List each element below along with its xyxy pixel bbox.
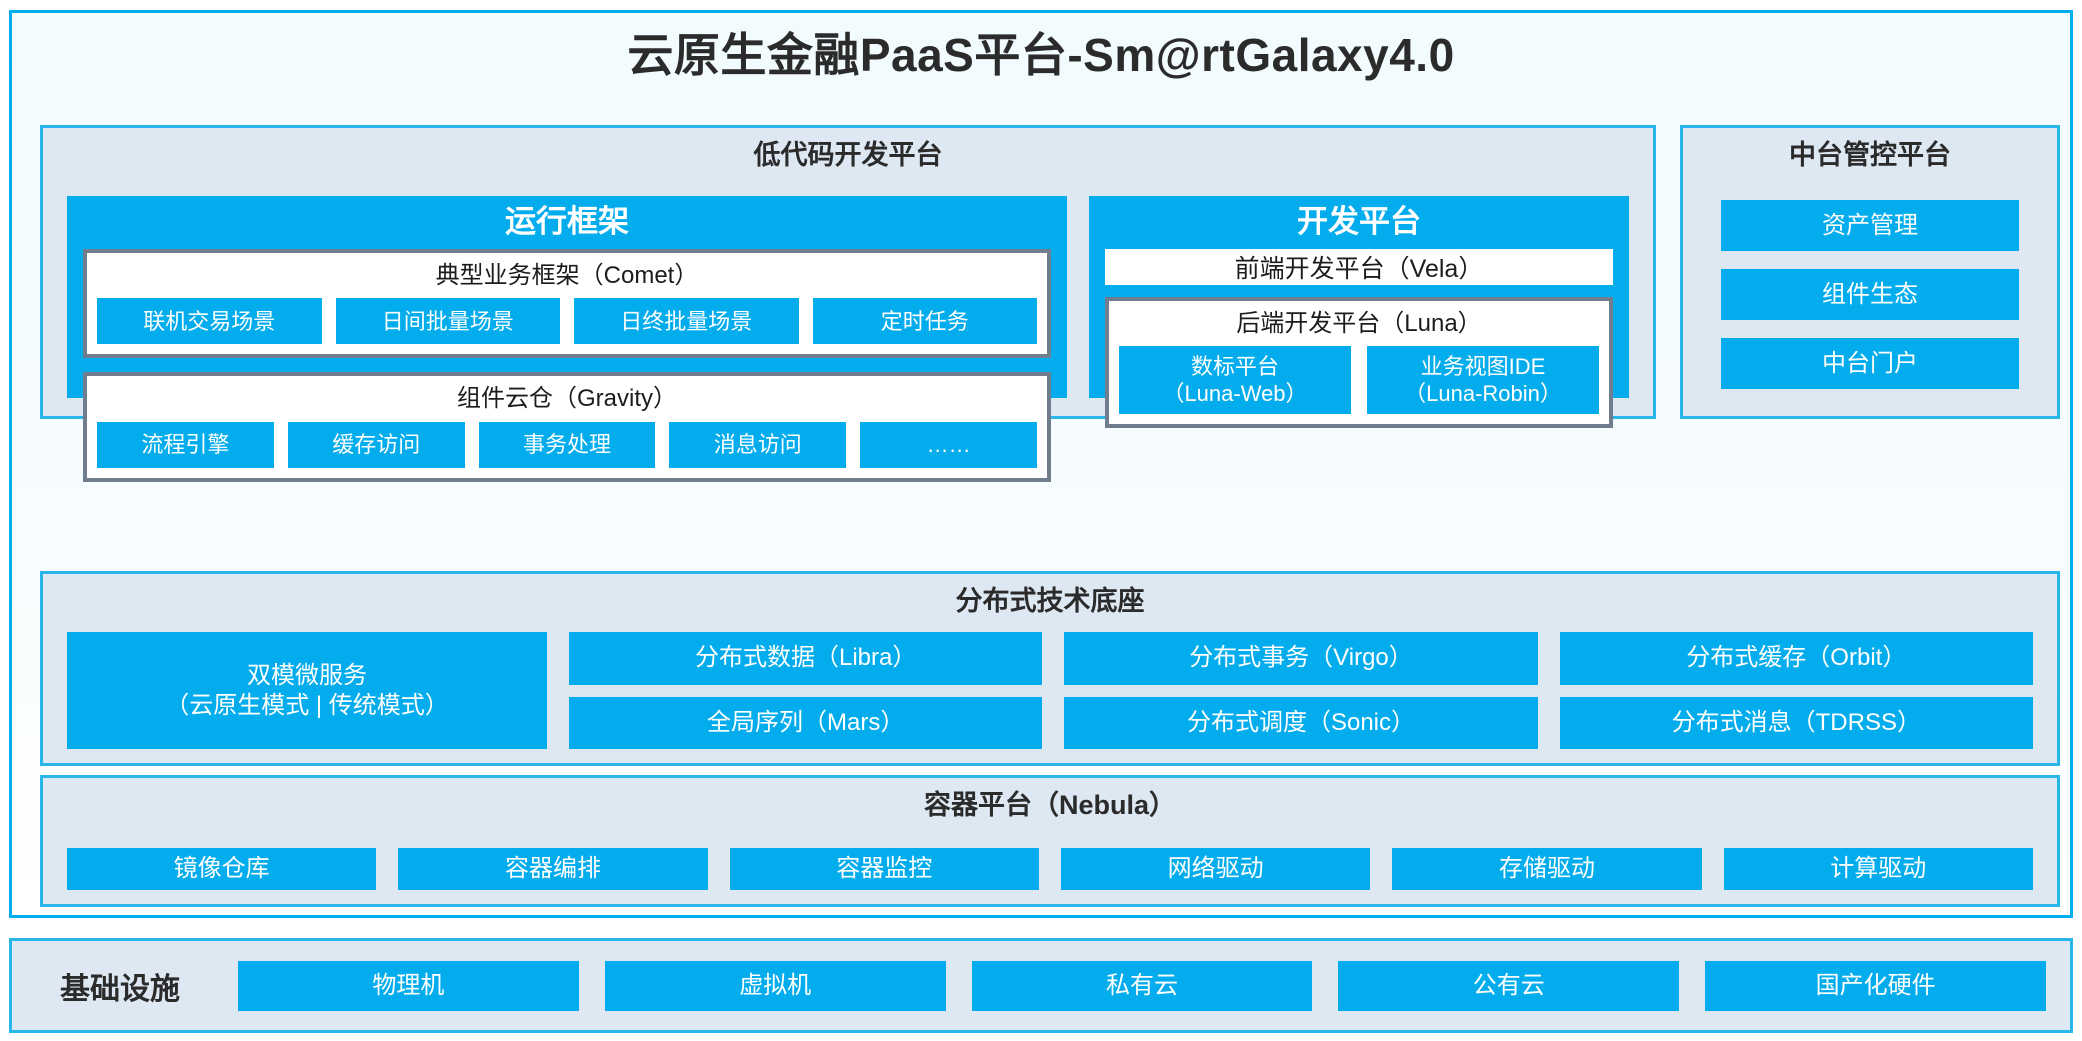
chip-compute-driver[interactable]: 计算驱动 (1723, 848, 2033, 890)
section-midend-platform: 中台管控平台 资产管理 组件生态 中台门户 (1680, 125, 2060, 419)
distributed-col-microservice: 双模微服务 （云原生模式 | 传统模式） (67, 632, 547, 749)
chip-distributed-cache-orbit[interactable]: 分布式缓存（Orbit） (1559, 632, 2033, 685)
section-container-platform: 容器平台（Nebula） 镜像仓库 容器编排 容器监控 网络驱动 存储驱动 计算… (40, 775, 2060, 907)
chip-gravity-process-engine[interactable]: 流程引擎 (97, 421, 274, 468)
chip-component-ecosystem[interactable]: 组件生态 (1721, 269, 2019, 320)
chip-row-gravity: 流程引擎 缓存访问 事务处理 消息访问 …… (97, 421, 1037, 468)
chip-midend-portal[interactable]: 中台门户 (1721, 338, 2019, 389)
box-title-gravity: 组件云仓（Gravity） (456, 385, 677, 413)
chip-distributed-scheduling-sonic[interactable]: 分布式调度（Sonic） (1064, 696, 1538, 749)
chip-distributed-transaction-virgo[interactable]: 分布式事务（Virgo） (1064, 632, 1538, 685)
section-lowcode-platform: 低代码开发平台 运行框架 典型业务框架（Comet） 联机交易场景 日间批量场景… (40, 125, 1656, 482)
chip-image-registry[interactable]: 镜像仓库 (67, 848, 377, 890)
chip-distributed-message-tdrss[interactable]: 分布式消息（TDRSS） (1559, 696, 2033, 749)
chip-physical-machine[interactable]: 物理机 (238, 960, 579, 1011)
section-title-midend: 中台管控平台 (1789, 140, 1951, 170)
chip-asset-management[interactable]: 资产管理 (1721, 200, 2019, 251)
distributed-col-2: 分布式事务（Virgo） 分布式调度（Sonic） (1064, 632, 1538, 749)
panel-title-runtime-framework: 运行框架 (505, 204, 629, 239)
chip-gravity-transaction[interactable]: 事务处理 (478, 421, 656, 468)
section-infrastructure: 基础设施 物理机 虚拟机 私有云 公有云 国产化硬件 (9, 938, 2073, 1033)
chip-dual-mode-line1: 双模微服务 (247, 661, 367, 689)
chip-global-sequence-mars[interactable]: 全局序列（Mars） (569, 696, 1043, 749)
box-comet: 典型业务框架（Comet） 联机交易场景 日间批量场景 日终批量场景 定时任务 (83, 249, 1051, 359)
chip-storage-driver[interactable]: 存储驱动 (1392, 848, 1702, 890)
box-title-comet: 典型业务框架（Comet） (435, 262, 699, 290)
chip-dual-mode-microservice[interactable]: 双模微服务 （云原生模式 | 传统模式） (67, 632, 547, 749)
distributed-body: 双模微服务 （云原生模式 | 传统模式） 分布式数据（Libra） 全局序列（M… (67, 632, 2033, 749)
panel-title-development-platform: 开发平台 (1297, 204, 1421, 239)
panel-development-platform: 开发平台 前端开发平台（Vela） 后端开发平台（Luna） 数标平台 （Lun… (1089, 196, 1629, 429)
chip-container-monitoring[interactable]: 容器监控 (729, 848, 1039, 890)
chip-luna-robin-line1: 业务视图IDE (1420, 353, 1546, 379)
chip-luna-web-line2: （Luna-Web） (1162, 381, 1308, 407)
section-title-lowcode: 低代码开发平台 (753, 140, 943, 170)
box-backend-luna: 后端开发平台（Luna） 数标平台 （Luna-Web） 业务视图IDE （Lu… (1105, 297, 1613, 429)
chip-gravity-message-access[interactable]: 消息访问 (669, 421, 847, 468)
chip-network-driver[interactable]: 网络驱动 (1060, 848, 1371, 890)
chip-luna-web[interactable]: 数标平台 （Luna-Web） (1119, 346, 1351, 415)
chip-distributed-data-libra[interactable]: 分布式数据（Libra） (569, 632, 1043, 685)
chip-comet-scheduled-task[interactable]: 定时任务 (812, 298, 1037, 345)
infrastructure-label: 基础设施 (60, 972, 180, 1006)
chip-public-cloud[interactable]: 公有云 (1338, 960, 1680, 1011)
chip-comet-intraday-batch[interactable]: 日间批量场景 (335, 298, 560, 345)
chip-row-comet: 联机交易场景 日间批量场景 日终批量场景 定时任务 (97, 298, 1037, 345)
container-chip-row: 镜像仓库 容器编排 容器监控 网络驱动 存储驱动 计算驱动 (67, 848, 2033, 890)
section-title-distributed: 分布式技术底座 (955, 586, 1145, 616)
chip-virtual-machine[interactable]: 虚拟机 (604, 960, 946, 1011)
box-frontend-vela[interactable]: 前端开发平台（Vela） (1105, 249, 1613, 286)
chip-row-luna: 数标平台 （Luna-Web） 业务视图IDE （Luna-Robin） (1119, 346, 1599, 415)
lowcode-body: 运行框架 典型业务框架（Comet） 联机交易场景 日间批量场景 日终批量场景 … (67, 196, 1629, 482)
chip-private-cloud[interactable]: 私有云 (971, 960, 1313, 1011)
chip-container-orchestration[interactable]: 容器编排 (398, 848, 708, 890)
box-gravity: 组件云仓（Gravity） 流程引擎 缓存访问 事务处理 消息访问 …… (83, 372, 1051, 482)
distributed-col-1: 分布式数据（Libra） 全局序列（Mars） (569, 632, 1043, 749)
chip-gravity-more-ellipsis[interactable]: …… (860, 421, 1037, 468)
midend-item-list: 资产管理 组件生态 中台门户 (1721, 200, 2019, 389)
box-title-backend-luna: 后端开发平台（Luna） (1236, 310, 1482, 338)
page-title: 云原生金融PaaS平台-Sm@rtGalaxy4.0 (627, 29, 1455, 81)
section-title-container: 容器平台（Nebula） (923, 790, 1177, 820)
chip-comet-online-trade[interactable]: 联机交易场景 (97, 298, 322, 345)
distributed-col-3: 分布式缓存（Orbit） 分布式消息（TDRSS） (1559, 632, 2033, 749)
chip-gravity-cache-access[interactable]: 缓存访问 (287, 421, 465, 468)
chip-domestic-hardware[interactable]: 国产化硬件 (1705, 960, 2046, 1011)
platform-frame: 云原生金融PaaS平台-Sm@rtGalaxy4.0 低代码开发平台 运行框架 … (9, 10, 2073, 918)
panel-runtime-framework: 运行框架 典型业务框架（Comet） 联机交易场景 日间批量场景 日终批量场景 … (67, 196, 1067, 482)
chip-dual-mode-line2: （云原生模式 | 传统模式） (165, 691, 449, 719)
chip-luna-robin-line2: （Luna-Robin） (1404, 381, 1562, 407)
chip-luna-robin[interactable]: 业务视图IDE （Luna-Robin） (1367, 346, 1599, 415)
chip-luna-web-line1: 数标平台 (1190, 353, 1279, 379)
chip-comet-eod-batch[interactable]: 日终批量场景 (574, 298, 799, 345)
section-distributed-foundation: 分布式技术底座 双模微服务 （云原生模式 | 传统模式） 分布式数据（Libra… (40, 571, 2060, 766)
